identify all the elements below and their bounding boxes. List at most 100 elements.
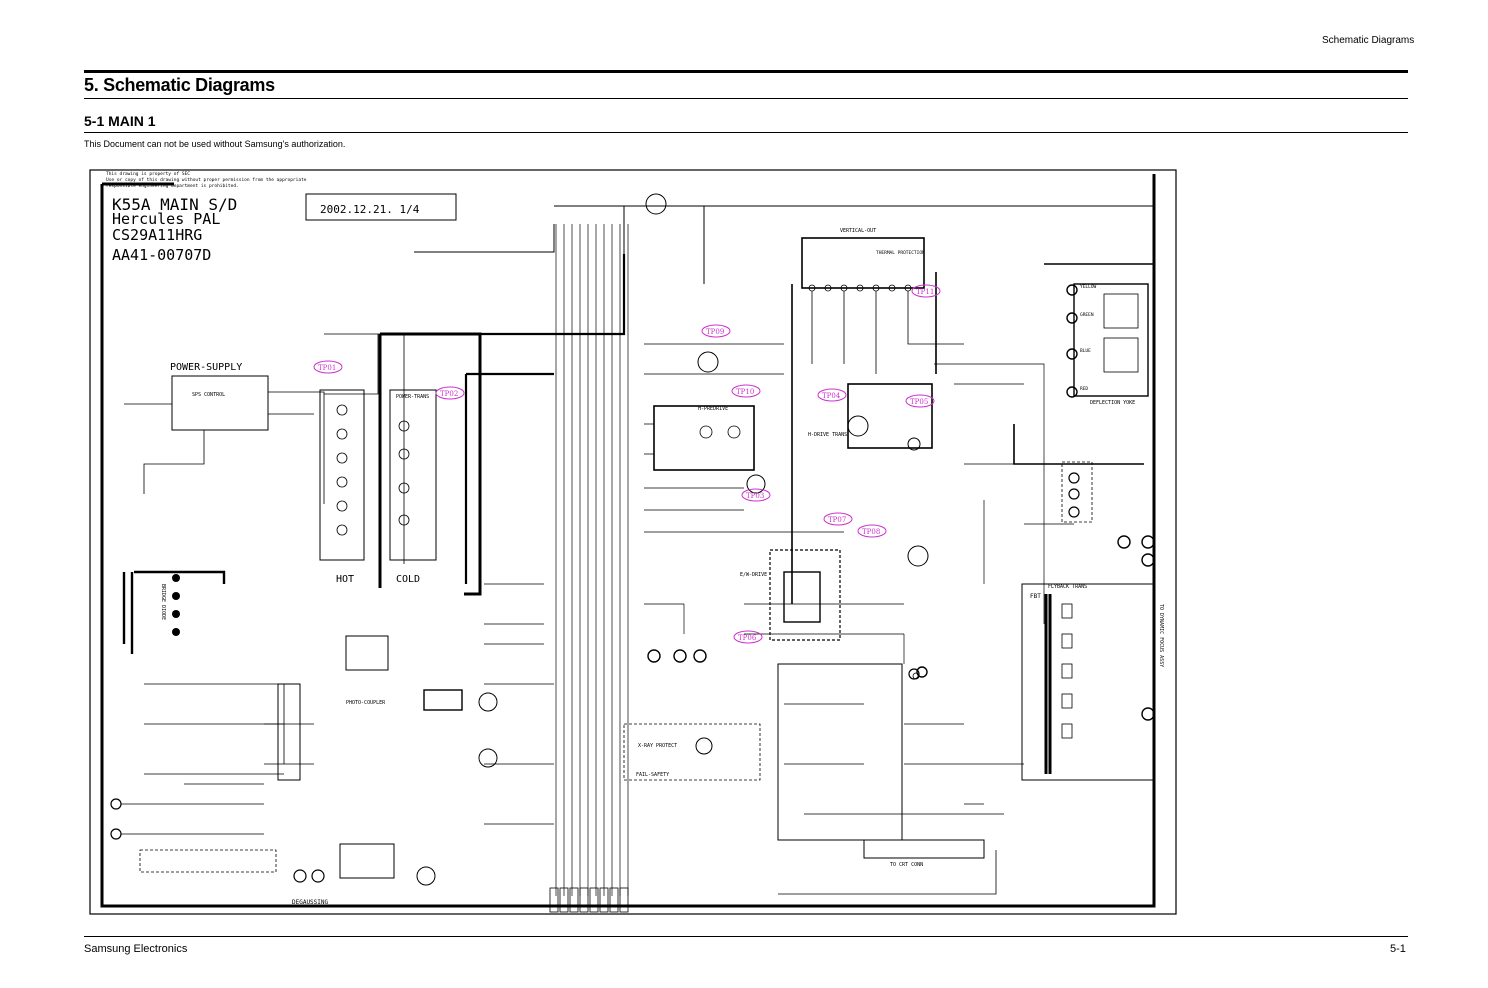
ac-terminal xyxy=(110,798,122,810)
ac-input-lines xyxy=(121,803,264,835)
test-socket xyxy=(908,668,920,680)
h-drive-transistor xyxy=(746,474,766,494)
degaussing-socket-box xyxy=(139,849,277,873)
hot-label: HOT xyxy=(336,574,354,585)
h-drive-label: H-DRIVE TRANS xyxy=(808,432,847,438)
crt-pin xyxy=(1068,472,1080,484)
fbt-core xyxy=(1044,594,1052,774)
chassis-line: Hercules PAL xyxy=(112,210,220,228)
dynamic-focus-label: TO DYNAMIC FOCUS ASSY xyxy=(1158,604,1164,667)
deflection-yoke-label: DEFLECTION YOKE xyxy=(1090,400,1135,406)
test-point-tp09: TP09 xyxy=(706,328,724,336)
ew-drive-box xyxy=(769,549,841,641)
diode-terminal xyxy=(172,628,180,636)
predrive-transistor xyxy=(727,425,741,439)
crt-conn-wiring xyxy=(778,850,997,895)
power-transformer-primary xyxy=(319,389,365,561)
transistor xyxy=(478,748,498,768)
schematic-diagram: This drawing is property of SEC Use or c… xyxy=(89,169,1177,915)
subsection-rule xyxy=(84,132,1408,133)
photo-coupler-label: PHOTO-COUPLER xyxy=(346,700,386,706)
yoke-color-labels: YELLOW GREEN BLUE RED xyxy=(1080,284,1097,392)
yoke-green: GREEN xyxy=(1080,312,1094,318)
test-points: TP01 TP02 TP03 TP04 TP05 TP06 TP07 TP08 … xyxy=(318,288,934,642)
schematic-frame xyxy=(89,169,1177,915)
confidential-line-3: responsible engineering department is pr… xyxy=(106,183,239,189)
h-predrive-label: H-PREDRIVE xyxy=(698,406,728,412)
test-point-tp01: TP01 xyxy=(318,364,336,372)
crt-pin xyxy=(1068,506,1080,518)
date-box xyxy=(305,193,457,221)
yoke-red: RED xyxy=(1080,386,1088,392)
ew-transistor xyxy=(907,545,929,567)
page-number: 5-1 xyxy=(1390,943,1406,955)
crt-pin xyxy=(1068,488,1080,500)
vertical-out-ic xyxy=(801,237,925,289)
authorization-notice: This Document can not be used without Sa… xyxy=(84,139,346,149)
test-point-tp05: TP05 xyxy=(910,398,928,406)
vertical-bus-lines xyxy=(555,224,629,896)
yoke-yellow: YELLOW xyxy=(1080,284,1097,290)
flyback-trans-label: FLYBACK TRANS xyxy=(1048,584,1087,590)
transistor xyxy=(416,866,436,886)
photo-coupler-box xyxy=(345,635,389,671)
bridge-diode-label: BRIDGE DIODE xyxy=(160,584,166,620)
fail-safety-frame xyxy=(777,663,903,841)
section-rule xyxy=(84,98,1408,99)
sps-control-label: SPS CONTROL xyxy=(192,392,225,398)
fbt-label: FBT xyxy=(1030,593,1041,600)
relay-box xyxy=(339,843,395,879)
test-point-tp08: TP08 xyxy=(862,528,880,536)
test-point-tp10: TP10 xyxy=(736,388,754,396)
circuit-wiring-heavy xyxy=(791,263,1154,604)
test-point-tp11: TP11 xyxy=(916,288,934,296)
test-point-tp07: TP07 xyxy=(828,516,846,524)
test-point-tp03: TP03 xyxy=(746,492,764,500)
power-supply-wiring xyxy=(124,391,325,504)
confidential-line-1: This drawing is property of SEC xyxy=(106,171,190,177)
ac-input-wiring xyxy=(144,683,285,775)
regulator-transistor xyxy=(645,193,667,215)
drawing-number: AA41-00707D xyxy=(112,246,211,264)
fail-safety-label: FAIL-SAFETY xyxy=(636,772,669,778)
yoke-coil xyxy=(1103,337,1139,373)
degauss-terminal xyxy=(293,869,307,883)
title-block: K55A MAIN S/D Hercules PAL CS29A11HRG AA… xyxy=(112,195,237,264)
horizontal-transistor xyxy=(697,351,719,373)
test-socket-inner xyxy=(912,672,920,680)
running-header: Schematic Diagrams xyxy=(1322,35,1415,46)
model-line: K55A MAIN S/D xyxy=(112,195,237,214)
fbt-windings xyxy=(1061,603,1073,739)
fuse-block xyxy=(277,683,301,781)
footer-company: Samsung Electronics xyxy=(84,943,188,955)
input-sockets xyxy=(647,649,928,678)
isolation-boundary xyxy=(378,332,482,596)
transistor xyxy=(478,692,498,712)
vertical-out-label: VERTICAL-OUT xyxy=(840,228,876,234)
protect-transistor xyxy=(695,737,713,755)
ew-drive-label: E/W-DRIVE xyxy=(740,572,767,578)
bridge-diode-bus xyxy=(122,570,226,654)
degauss-terminal xyxy=(311,869,325,883)
test-point-markers xyxy=(313,284,941,644)
model-number: CS29A11HRG xyxy=(112,226,202,244)
bus-connector-pins xyxy=(549,887,629,913)
crt-conn-block xyxy=(863,839,985,859)
fbt-terminals xyxy=(1117,535,1155,721)
crt-connector-box xyxy=(1061,461,1093,523)
crt-conn-label: TO CRT CONN xyxy=(890,862,923,868)
header-rule xyxy=(84,70,1408,73)
test-point-tp06: TP06 xyxy=(738,634,757,642)
regulator-ic xyxy=(423,689,463,711)
test-point-tp02: TP02 xyxy=(440,390,458,398)
thermal-protection-label: THERMAL PROTECTION xyxy=(876,250,925,256)
degaussing-label: DEGAUSSING xyxy=(292,899,329,906)
main-bus xyxy=(464,254,626,584)
transformer-coils xyxy=(336,404,410,536)
h-output-box xyxy=(847,383,933,449)
power-transformer-secondary xyxy=(389,389,437,561)
h-output-transistor xyxy=(847,415,869,437)
confidential-note: This drawing is property of SEC Use or c… xyxy=(106,171,307,189)
diode-terminal xyxy=(172,610,180,618)
power-trans-label: POWER-TRANS xyxy=(396,394,429,400)
